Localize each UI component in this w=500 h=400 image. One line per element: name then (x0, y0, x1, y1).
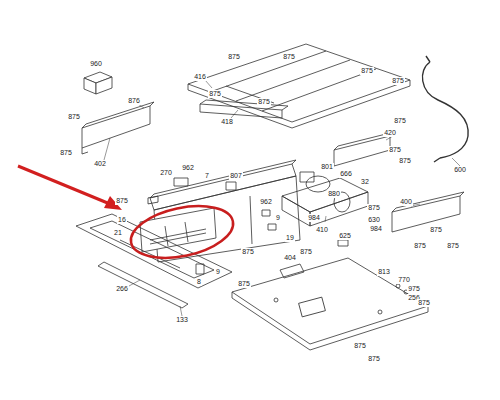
callout-number: 400 (399, 198, 413, 206)
callout-number: 410 (315, 226, 329, 234)
callout-number: 975 (407, 285, 421, 293)
callout-number: 875 (67, 113, 81, 121)
callout-number: 875 (237, 280, 251, 288)
callout-number: 876 (127, 97, 141, 105)
callout-number: 875 (398, 157, 412, 165)
callout-number: 875 (367, 355, 381, 363)
callout-number: 875 (241, 248, 255, 256)
callout-number: 962 (259, 198, 273, 206)
callout-number: 880 (327, 190, 341, 198)
small-parts (174, 178, 408, 294)
callout-number: 770 (397, 276, 411, 284)
callout-number: 8 (196, 278, 202, 286)
callout-number: 875 (115, 197, 129, 205)
callout-number: 807 (229, 172, 243, 180)
callout-number: 875 (299, 248, 313, 256)
callout-number: 402 (93, 160, 107, 168)
callout-number: 875 (257, 98, 271, 106)
callout-number: 875 (367, 204, 381, 212)
callout-number: 16 (117, 216, 127, 224)
callout-number: 875 (446, 242, 460, 250)
callout-number: 813 (377, 268, 391, 276)
callout-number: 960 (89, 60, 103, 68)
callout-number: 875 (417, 299, 431, 307)
callout-number: 984 (369, 225, 383, 233)
bottom-plate (232, 258, 428, 350)
part-box (84, 72, 112, 94)
callout-number: 801 (320, 163, 334, 171)
front-trim (76, 214, 232, 288)
side-panel (82, 102, 154, 154)
control-board (140, 196, 216, 252)
callout-number: 630 (367, 216, 381, 224)
callout-number: 416 (193, 73, 207, 81)
callout-number: 9 (275, 214, 281, 222)
fan-assembly (282, 172, 368, 226)
callout-number: 420 (383, 129, 397, 137)
leader-lines (104, 80, 460, 316)
callout-number: 404 (283, 254, 297, 262)
callout-number: 962 (181, 164, 195, 172)
side-bracket (392, 192, 464, 232)
power-cable (422, 56, 468, 162)
callout-number: 266 (115, 285, 129, 293)
callout-number: 875 (413, 242, 427, 250)
highlight (18, 166, 238, 266)
callout-number: 32 (360, 178, 370, 186)
callout-number: 270 (159, 169, 173, 177)
top-panel (188, 44, 410, 128)
callout-number: 625 (338, 232, 352, 240)
callout-number: 9 (215, 268, 221, 276)
callout-number: 875 (388, 146, 402, 154)
callout-number: 133 (175, 316, 189, 324)
callout-number: 875 (360, 67, 374, 75)
clip (280, 264, 304, 278)
callout-number: 875 (393, 117, 407, 125)
trim-strip (98, 262, 188, 308)
callout-number: 875 (429, 226, 443, 234)
callout-number: 21 (113, 229, 123, 237)
callout-number: 19 (285, 234, 295, 242)
callout-number: 875 (353, 342, 367, 350)
callout-number: 600 (453, 166, 467, 174)
callout-number: 984 (307, 214, 321, 222)
callout-number: 875 (59, 149, 73, 157)
callout-number: 875 (208, 90, 222, 98)
callout-number: 418 (220, 118, 234, 126)
callout-number: 875 (391, 77, 405, 85)
callout-number: 875 (282, 53, 296, 61)
callout-number: 875 (227, 53, 241, 61)
callout-number: 7 (204, 172, 210, 180)
rear-strip (200, 100, 288, 118)
callout-number: 666 (339, 170, 353, 178)
bracket (334, 132, 394, 166)
